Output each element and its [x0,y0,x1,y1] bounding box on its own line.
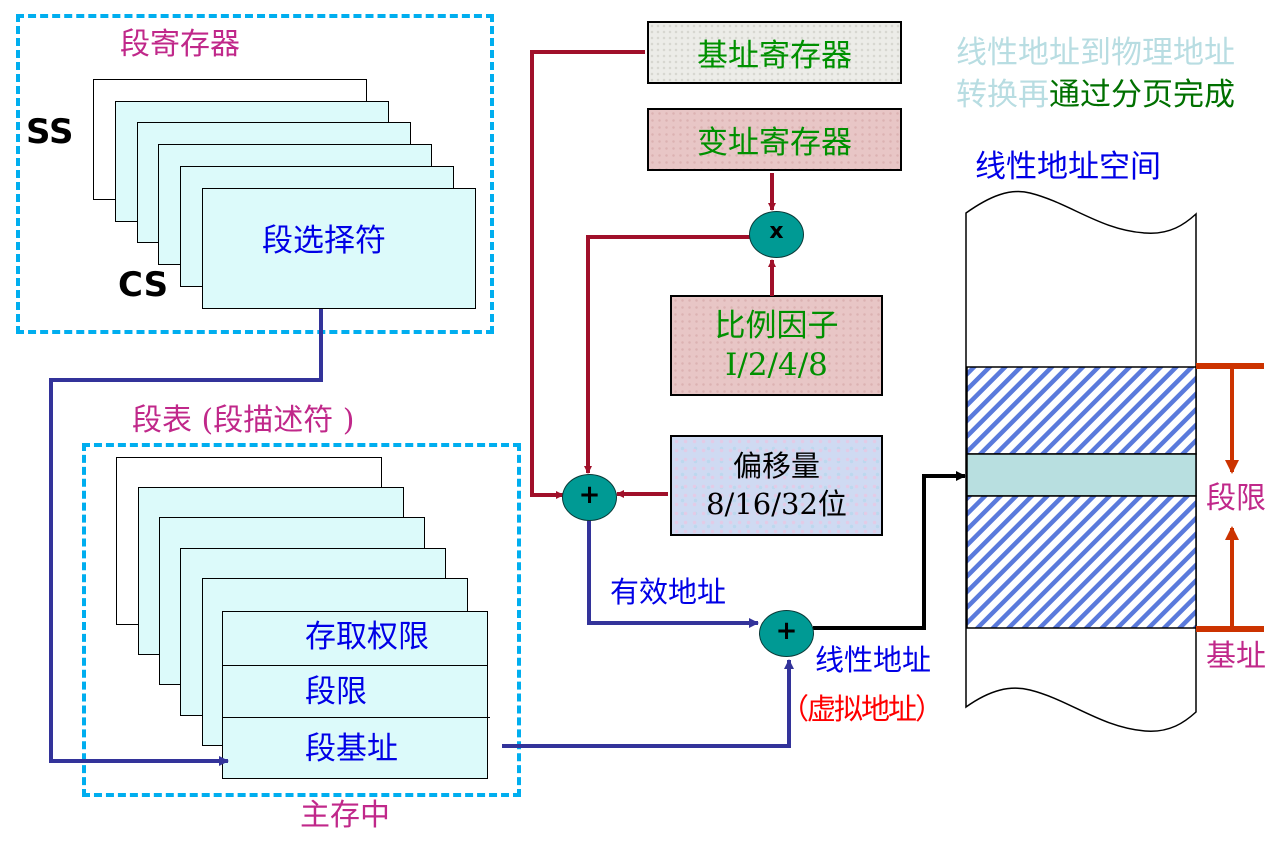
multiply-output-wire [584,235,750,474]
linear-address-wire [813,471,966,630]
main-memory-label: 主存中 [300,798,390,833]
segment-limit-label: 段限 [1206,481,1266,516]
segment-table-group [82,443,521,797]
field-segment-base: 段基址 [305,731,398,767]
index-register: 变址寄存器 [647,108,902,171]
linear-space-title: 线性地址空间 [975,149,1161,185]
multiply-operator: x [749,211,804,258]
register-card-cs [202,188,476,309]
scale-factor-box: 比例因子 I/2/4/8 [670,295,883,396]
segment-target-region [966,453,1197,497]
segment-upper-hatch [966,366,1197,455]
base-register-label: 基址寄存器 [697,38,852,74]
segment-registers-title: 段寄存器 [120,27,240,62]
paging-note-line2: 转换再通过分页完成 [956,80,1235,111]
descriptor-divider [223,665,487,666]
index-register-label: 变址寄存器 [697,125,852,161]
linear-address-label: 线性地址 [815,643,932,677]
selector-to-table-wire [49,309,323,766]
cs-label: CS [118,265,169,305]
base-register: 基址寄存器 [647,21,902,84]
field-segment-limit: 段限 [305,674,367,710]
segment-table-title: 段表 (段描述符 ) [132,403,355,438]
descriptor-divider [223,717,490,718]
adder-symbol: + [775,615,798,646]
scale-factor-values: I/2/4/8 [725,346,828,383]
virtual-address-label: （虚拟地址） [780,692,944,726]
base-address-label: 基址 [1206,639,1266,674]
scale-factor-label: 比例因子 [714,307,839,344]
descriptor-card-active [222,611,490,779]
paging-note-emphasis: 通过分页完成 [1049,77,1235,113]
field-access-rights: 存取权限 [305,619,429,655]
ss-label: SS [26,112,74,152]
paging-note-line1: 线性地址到物理地址 [956,35,1235,71]
offset-label: 偏移量 [732,448,820,483]
effective-address-label: 有效地址 [610,575,727,609]
paging-note-faded: 转换再 [956,77,1049,113]
segment-lower-hatch [966,495,1197,629]
offset-bits: 8/16/32位 [706,486,847,521]
segment-registers-group [16,14,494,334]
base-register-wire [530,50,645,499]
segment-selector-label: 段选择符 [262,223,386,259]
effective-address-wire [587,518,759,628]
offset-box: 偏移量 8/16/32位 [670,435,883,536]
adder-symbol: + [578,479,601,510]
effective-address-adder: + [562,474,617,521]
multiply-symbol: x [769,219,784,244]
linear-address-adder: + [759,610,814,657]
segment-base-wire [502,659,794,748]
